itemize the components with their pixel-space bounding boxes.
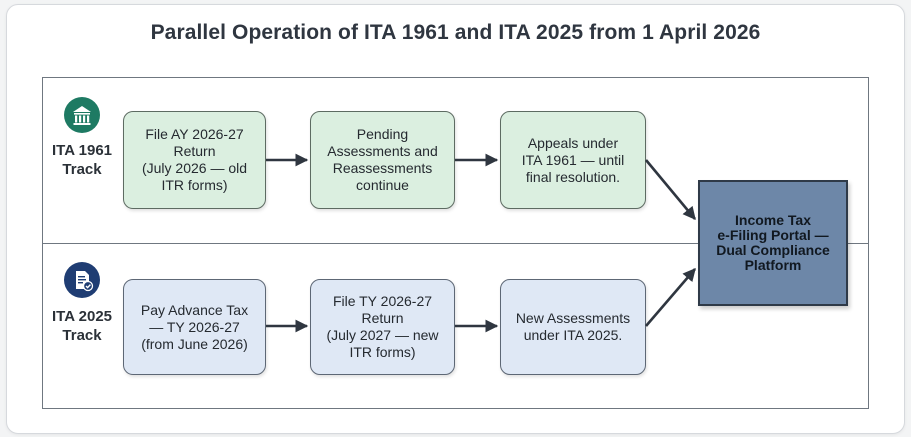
document-check-icon xyxy=(64,262,100,298)
track-divider xyxy=(42,243,869,244)
step-pending-assessments: Pending Assessments and Reassessments co… xyxy=(310,111,455,209)
track-label-ita-1961: ITA 1961 Track xyxy=(51,142,113,178)
track-label-ita-2025: ITA 2025 Track xyxy=(51,308,113,344)
bank-building-icon xyxy=(64,97,100,133)
step-appeals-ita-1961: Appeals under ITA 1961 — until final res… xyxy=(500,111,646,209)
step-file-ty-2026-27-return: File TY 2026-27 Return (July 2027 — new … xyxy=(310,279,455,375)
e-filing-portal-box: Income Tax e-Filing Portal — Dual Compli… xyxy=(698,180,848,306)
diagram-title: Parallel Operation of ITA 1961 and ITA 2… xyxy=(150,21,761,44)
step-file-ay-2026-27-return: File AY 2026-27 Return (July 2026 — old … xyxy=(123,111,266,209)
step-pay-advance-tax: Pay Advance Tax — TY 2026-27 (from June … xyxy=(123,279,266,375)
step-new-assessments: New Assessments under ITA 2025. xyxy=(500,279,646,375)
